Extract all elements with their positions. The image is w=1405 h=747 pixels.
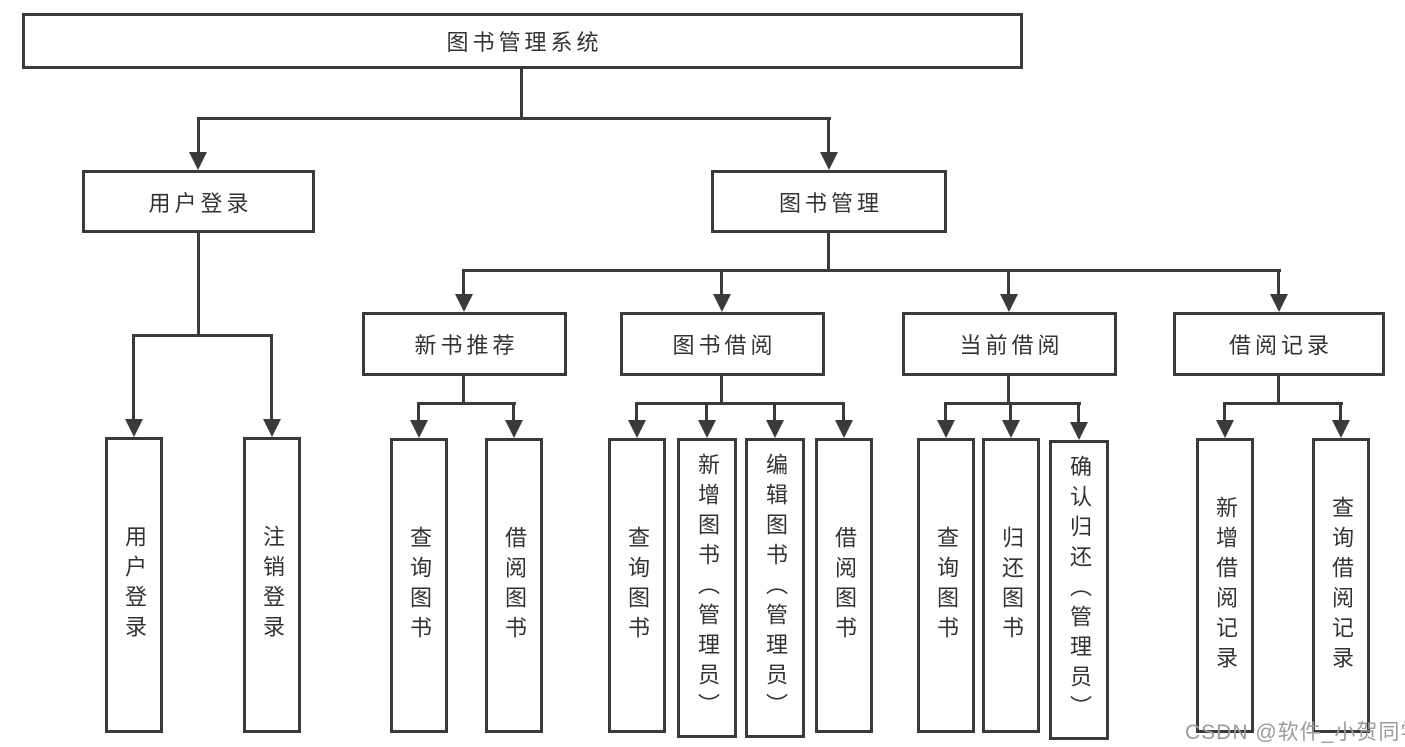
connector-current-stub xyxy=(1007,376,1010,405)
arrow-down-icon xyxy=(1070,422,1088,440)
arrow-down-icon xyxy=(835,420,853,438)
connector-arrow-shaft xyxy=(1277,269,1280,296)
node-book-management: 图书管理 xyxy=(711,170,947,233)
arrow-down-icon xyxy=(1000,294,1018,312)
leaf-query-books-borrowing: 查询图书 xyxy=(608,438,666,733)
connector-arrow-shaft xyxy=(1223,402,1226,421)
leaf-query-books-current: 查询图书 xyxy=(917,438,975,733)
watermark: CSDN @软件_小贺同学 xyxy=(1185,721,1405,744)
leaf-user-login: 用户登录 xyxy=(105,437,163,733)
leaf-query-books-recommend: 查询图书 xyxy=(390,438,448,733)
leaf-confirm-return-admin: 确认归还（管理员） xyxy=(1049,440,1109,740)
connector-arrow-shaft xyxy=(842,402,845,421)
node-current-borrowing: 当前借阅 xyxy=(902,312,1117,376)
arrow-down-icon xyxy=(505,420,523,438)
arrow-down-icon xyxy=(1216,420,1234,438)
connector-arrow-shaft xyxy=(1007,269,1010,296)
node-book-borrowing: 图书借阅 xyxy=(620,312,825,376)
connector-recommend-rail xyxy=(417,402,516,405)
connector-arrow-shaft xyxy=(417,402,420,421)
connector-userlogin-rail xyxy=(132,334,273,337)
connector-arrow-shaft xyxy=(462,269,465,296)
connector-arrow-shaft xyxy=(705,402,708,421)
connector-arrow-shaft xyxy=(270,334,273,420)
connector-arrow-shaft xyxy=(1009,402,1012,421)
leaf-borrow-books-borrowing: 借阅图书 xyxy=(815,438,873,733)
leaf-add-books-admin: 新增图书（管理员） xyxy=(677,438,737,738)
leaf-edit-books-admin: 编辑图书（管理员） xyxy=(745,438,805,738)
connector-recommend-stub xyxy=(462,376,465,405)
arrow-down-icon xyxy=(1002,420,1020,438)
connector-arrow-shaft xyxy=(197,117,200,154)
arrow-down-icon xyxy=(1270,294,1288,312)
arrow-down-icon xyxy=(766,420,784,438)
arrow-down-icon xyxy=(698,420,716,438)
arrow-down-icon xyxy=(125,419,143,437)
arrow-down-icon xyxy=(820,152,838,170)
leaf-logout-login: 注销登录 xyxy=(243,437,301,733)
node-user-login: 用户登录 xyxy=(82,170,315,233)
connector-level2-rail xyxy=(463,269,1281,272)
leaf-borrow-books-recommend: 借阅图书 xyxy=(485,438,543,733)
arrow-down-icon xyxy=(189,152,207,170)
connector-arrow-shaft xyxy=(132,334,135,420)
connector-arrow-shaft xyxy=(773,402,776,421)
connector-arrow-shaft xyxy=(827,117,830,154)
connector-root-stub xyxy=(520,69,523,120)
arrow-down-icon xyxy=(263,419,281,437)
leaf-add-borrow-record: 新增借阅记录 xyxy=(1196,438,1254,733)
node-new-book-recommend: 新书推荐 xyxy=(362,312,567,376)
arrow-down-icon xyxy=(628,420,646,438)
connector-bookmgmt-stub xyxy=(827,233,830,272)
connector-records-rail xyxy=(1223,402,1343,405)
connector-arrow-shaft xyxy=(635,402,638,421)
arrow-down-icon xyxy=(410,420,428,438)
connector-current-rail xyxy=(944,402,1081,405)
connector-borrowing-rail xyxy=(635,402,845,405)
connector-arrow-shaft xyxy=(512,402,515,421)
node-library-system: 图书管理系统 xyxy=(22,13,1023,69)
connector-arrow-shaft xyxy=(720,269,723,296)
connector-level1-rail xyxy=(197,117,831,120)
connector-records-stub xyxy=(1277,376,1280,405)
leaf-return-books: 归还图书 xyxy=(982,438,1040,733)
connector-arrow-shaft xyxy=(1077,402,1080,423)
connector-arrow-shaft xyxy=(944,402,947,421)
arrow-down-icon xyxy=(1332,420,1350,438)
connector-userlogin-stub xyxy=(197,233,200,337)
arrow-down-icon xyxy=(713,294,731,312)
arrow-down-icon xyxy=(937,420,955,438)
connector-arrow-shaft xyxy=(1339,402,1342,421)
arrow-down-icon xyxy=(455,294,473,312)
node-borrowing-records: 借阅记录 xyxy=(1173,312,1385,376)
leaf-query-borrow-record: 查询借阅记录 xyxy=(1312,438,1370,733)
connector-borrowing-stub xyxy=(720,376,723,405)
